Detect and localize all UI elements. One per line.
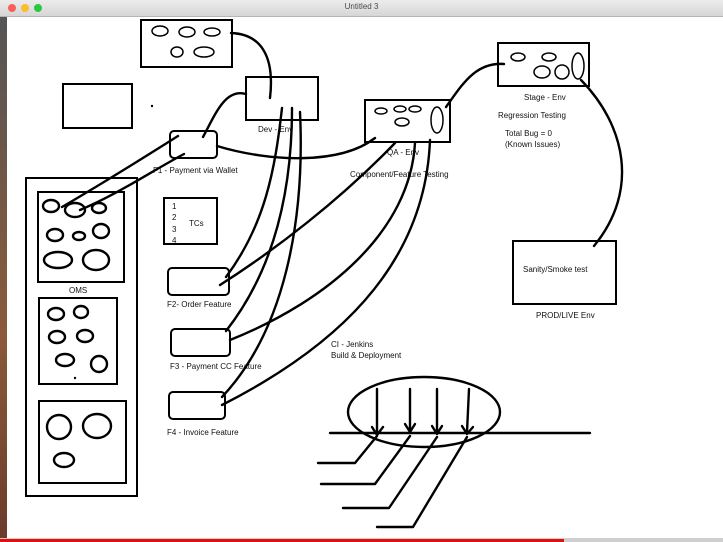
window-title: Untitled 3 — [344, 2, 379, 11]
sanity-label: Sanity/Smoke test — [523, 265, 588, 274]
f2-label: F2- Order Feature — [167, 300, 232, 309]
video-progress-fill — [0, 539, 564, 542]
maximize-window-button[interactable] — [34, 4, 42, 12]
qa-env-label: QA - Env — [387, 148, 419, 157]
connector-lines — [60, 31, 624, 407]
f4-label: F4 - Invoice Feature — [167, 428, 239, 437]
oms-label: OMS — [69, 286, 87, 295]
tcs-box — [163, 197, 218, 245]
f1-label: F1 - Payment via Wallet — [153, 166, 238, 175]
regression-label: Regression Testing — [498, 111, 566, 120]
component-testing-label: Component/Feature Testing — [350, 170, 449, 179]
top-cluster-box — [140, 19, 233, 68]
tcs-label: TCs — [189, 219, 204, 228]
oms-container — [25, 177, 138, 497]
empty-box — [62, 83, 133, 129]
f3-label: F3 - Payment CC Feature — [170, 362, 262, 371]
tc-number: 1 — [172, 202, 177, 211]
sanity-test-box — [512, 240, 617, 305]
background-edge — [0, 17, 7, 542]
f4-feature-box — [168, 391, 226, 420]
stage-env-box — [497, 42, 590, 87]
tc-number: 4 — [172, 236, 177, 245]
ci-jenkins-label: CI - Jenkins — [331, 340, 373, 349]
f2-feature-box — [167, 267, 230, 296]
dev-env-label: Dev - Env — [258, 125, 293, 134]
f3-feature-box — [170, 328, 231, 357]
close-window-button[interactable] — [8, 4, 16, 12]
qa-env-box — [364, 99, 451, 143]
tc-number: 2 — [172, 213, 177, 222]
prod-env-label: PROD/LIVE Env — [536, 311, 595, 320]
title-bar: Untitled 3 — [0, 0, 723, 17]
drawing-canvas[interactable]: Dev - Env QA - Env Component/Feature Tes… — [0, 17, 723, 542]
stage-env-label: Stage - Env — [524, 93, 566, 102]
total-bug-label: Total Bug = 0 — [505, 129, 552, 138]
minimize-window-button[interactable] — [21, 4, 29, 12]
known-issues-label: (Known Issues) — [505, 140, 560, 149]
build-deploy-label: Build & Deployment — [331, 351, 402, 360]
dev-env-box — [245, 76, 319, 121]
tc-number: 3 — [172, 225, 177, 234]
ci-pipeline-drawing — [316, 375, 592, 529]
f1-feature-box — [169, 130, 218, 159]
